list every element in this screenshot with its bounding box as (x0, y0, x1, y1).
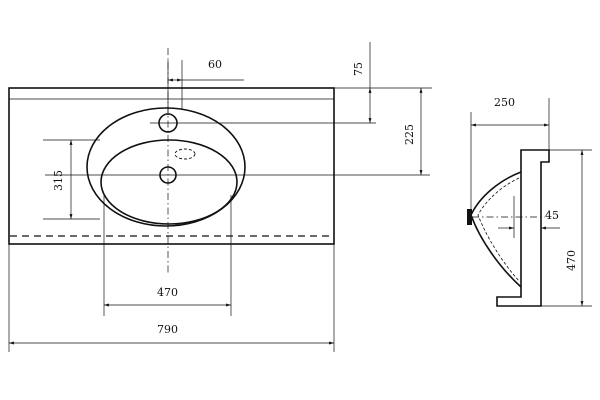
front-view: 60 75 225 315 470 790 (8, 42, 432, 352)
bowl-outer-rim (86, 107, 246, 227)
dim-75-label: 75 (352, 62, 365, 76)
overflow-opening (174, 148, 196, 160)
side-drain-stub (467, 209, 472, 225)
dim-60-label: 60 (208, 58, 222, 71)
dim-470w-label: 470 (157, 286, 178, 299)
side-view: 250 470 45 (467, 96, 592, 307)
dim-315-label: 315 (52, 170, 65, 191)
side-profile-outline (496, 149, 550, 307)
dim-225-label: 225 (403, 124, 416, 145)
dim-45-label: 45 (545, 209, 559, 222)
side-bowl-curve (470, 171, 522, 288)
bowl-inner-basin (100, 139, 238, 225)
dim-790-label: 790 (157, 323, 178, 336)
countertop-outline (8, 87, 335, 245)
dim-250-label: 250 (494, 96, 515, 109)
side-bowl-inner-hidden (477, 177, 520, 282)
dim-470h-label: 470 (565, 250, 578, 271)
